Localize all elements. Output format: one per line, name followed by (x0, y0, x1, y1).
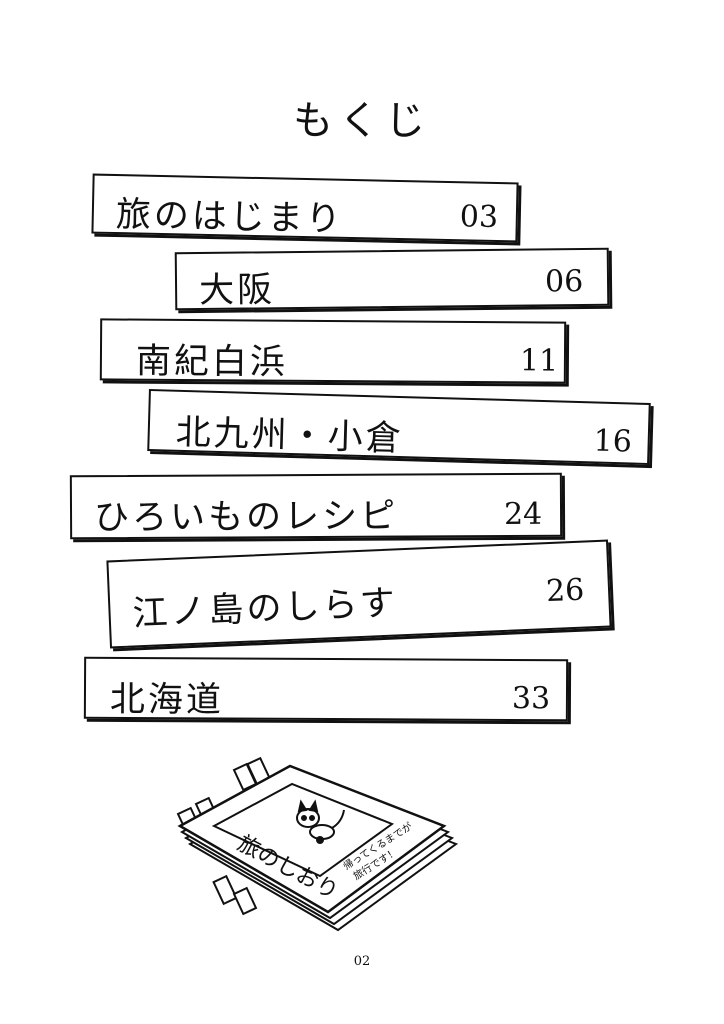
toc-entry-nanki-shirahama[interactable]: 南紀白浜 11 (99, 318, 567, 384)
toc-entry-tabi-no-hajimari[interactable]: 旅のはじまり 03 (91, 173, 519, 243)
notebook-cover (177, 764, 447, 914)
toc-entry-page-number: 33 (511, 680, 551, 717)
toc-entry-hiroimono-recipe[interactable]: ひろいものレシピ 24 (69, 472, 563, 540)
toc-entry-label: 大阪 (198, 270, 276, 312)
toc-entry-enoshima-shirasu[interactable]: 江ノ島のしらす 26 (106, 539, 612, 649)
toc-entry-page-number: 26 (545, 572, 585, 610)
toc-entry-label: 北九州・小倉 (175, 412, 405, 460)
page-number: 02 (353, 954, 371, 969)
notebook-with-bookmarks-icon: 旅のしおり 帰ってくるまでが 旅行です！ (176, 756, 459, 932)
toc-entry-label: 北海道 (109, 679, 225, 721)
toc-entry-page-number: 03 (459, 199, 499, 236)
toc-entry-page-number: 24 (503, 496, 543, 533)
toc-entry-label: ひろいものレシピ (93, 496, 399, 539)
toc-entry-label: 江ノ島のしらす (131, 583, 399, 635)
toc-entry-osaka[interactable]: 大阪 06 (174, 247, 610, 312)
toc-entry-hokkaido[interactable]: 北海道 33 (83, 656, 569, 722)
toc-entry-page-number: 11 (519, 343, 559, 379)
cover-frame (211, 782, 395, 878)
toc-entry-page-number: 16 (593, 423, 633, 460)
page-title: もくじ (293, 98, 431, 144)
toc-entry-label: 旅のはじまり (115, 195, 345, 240)
toc-entry-page-number: 06 (544, 263, 584, 300)
toc-entry-label: 南紀白浜 (135, 341, 289, 383)
cat-icon (296, 799, 345, 844)
toc-entry-kitakyushu-kokura[interactable]: 北九州・小倉 16 (147, 389, 651, 465)
